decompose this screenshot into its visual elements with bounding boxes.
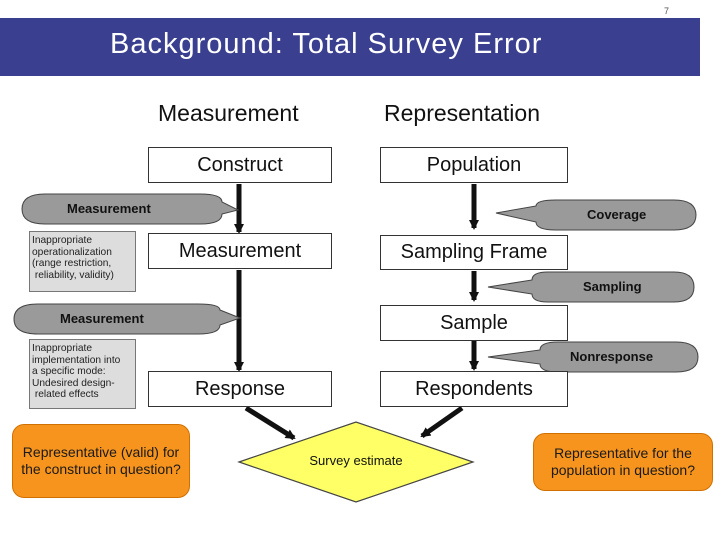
response-box: Response — [148, 371, 332, 407]
implementation-note: Inappropriate implementation into a spec… — [29, 339, 136, 409]
respondents-box: Respondents — [380, 371, 568, 407]
measurement-callout-1-shape — [21, 193, 240, 225]
sampling-frame-box: Sampling Frame — [380, 235, 568, 270]
title-bar — [0, 18, 700, 76]
representation-heading: Representation — [384, 100, 540, 126]
arrow-response-to-estimate — [244, 405, 296, 441]
nonresponse-callout: Nonresponse — [570, 349, 654, 364]
coverage-callout-shape — [495, 199, 697, 231]
measurement-callout-2-shape — [13, 303, 242, 335]
construct-box: Construct — [148, 147, 332, 183]
measurement-heading: Measurement — [158, 100, 299, 126]
sample-box: Sample — [380, 305, 568, 341]
measurement-box: Measurement — [148, 233, 332, 269]
measurement-callout-2: Measurement — [60, 311, 144, 326]
arrow-respondents-to-estimate — [420, 405, 464, 439]
coverage-callout: Coverage — [587, 207, 647, 222]
slide-title: Background: Total Survey Error — [110, 28, 543, 60]
operationalization-note: Inappropriate operationalization (range … — [29, 231, 136, 292]
measurement-callout-1: Measurement — [67, 201, 151, 216]
representative-population-box: Representative for the population in que… — [533, 433, 713, 491]
page-number: 7 — [664, 6, 670, 16]
survey-estimate-diamond — [237, 421, 475, 503]
representative-construct-box: Representative (valid) for the construct… — [12, 424, 190, 498]
survey-estimate-label: Survey estimate — [309, 453, 403, 468]
sampling-callout: Sampling — [583, 279, 642, 294]
sampling-callout-shape — [487, 271, 695, 303]
population-box: Population — [380, 147, 568, 183]
